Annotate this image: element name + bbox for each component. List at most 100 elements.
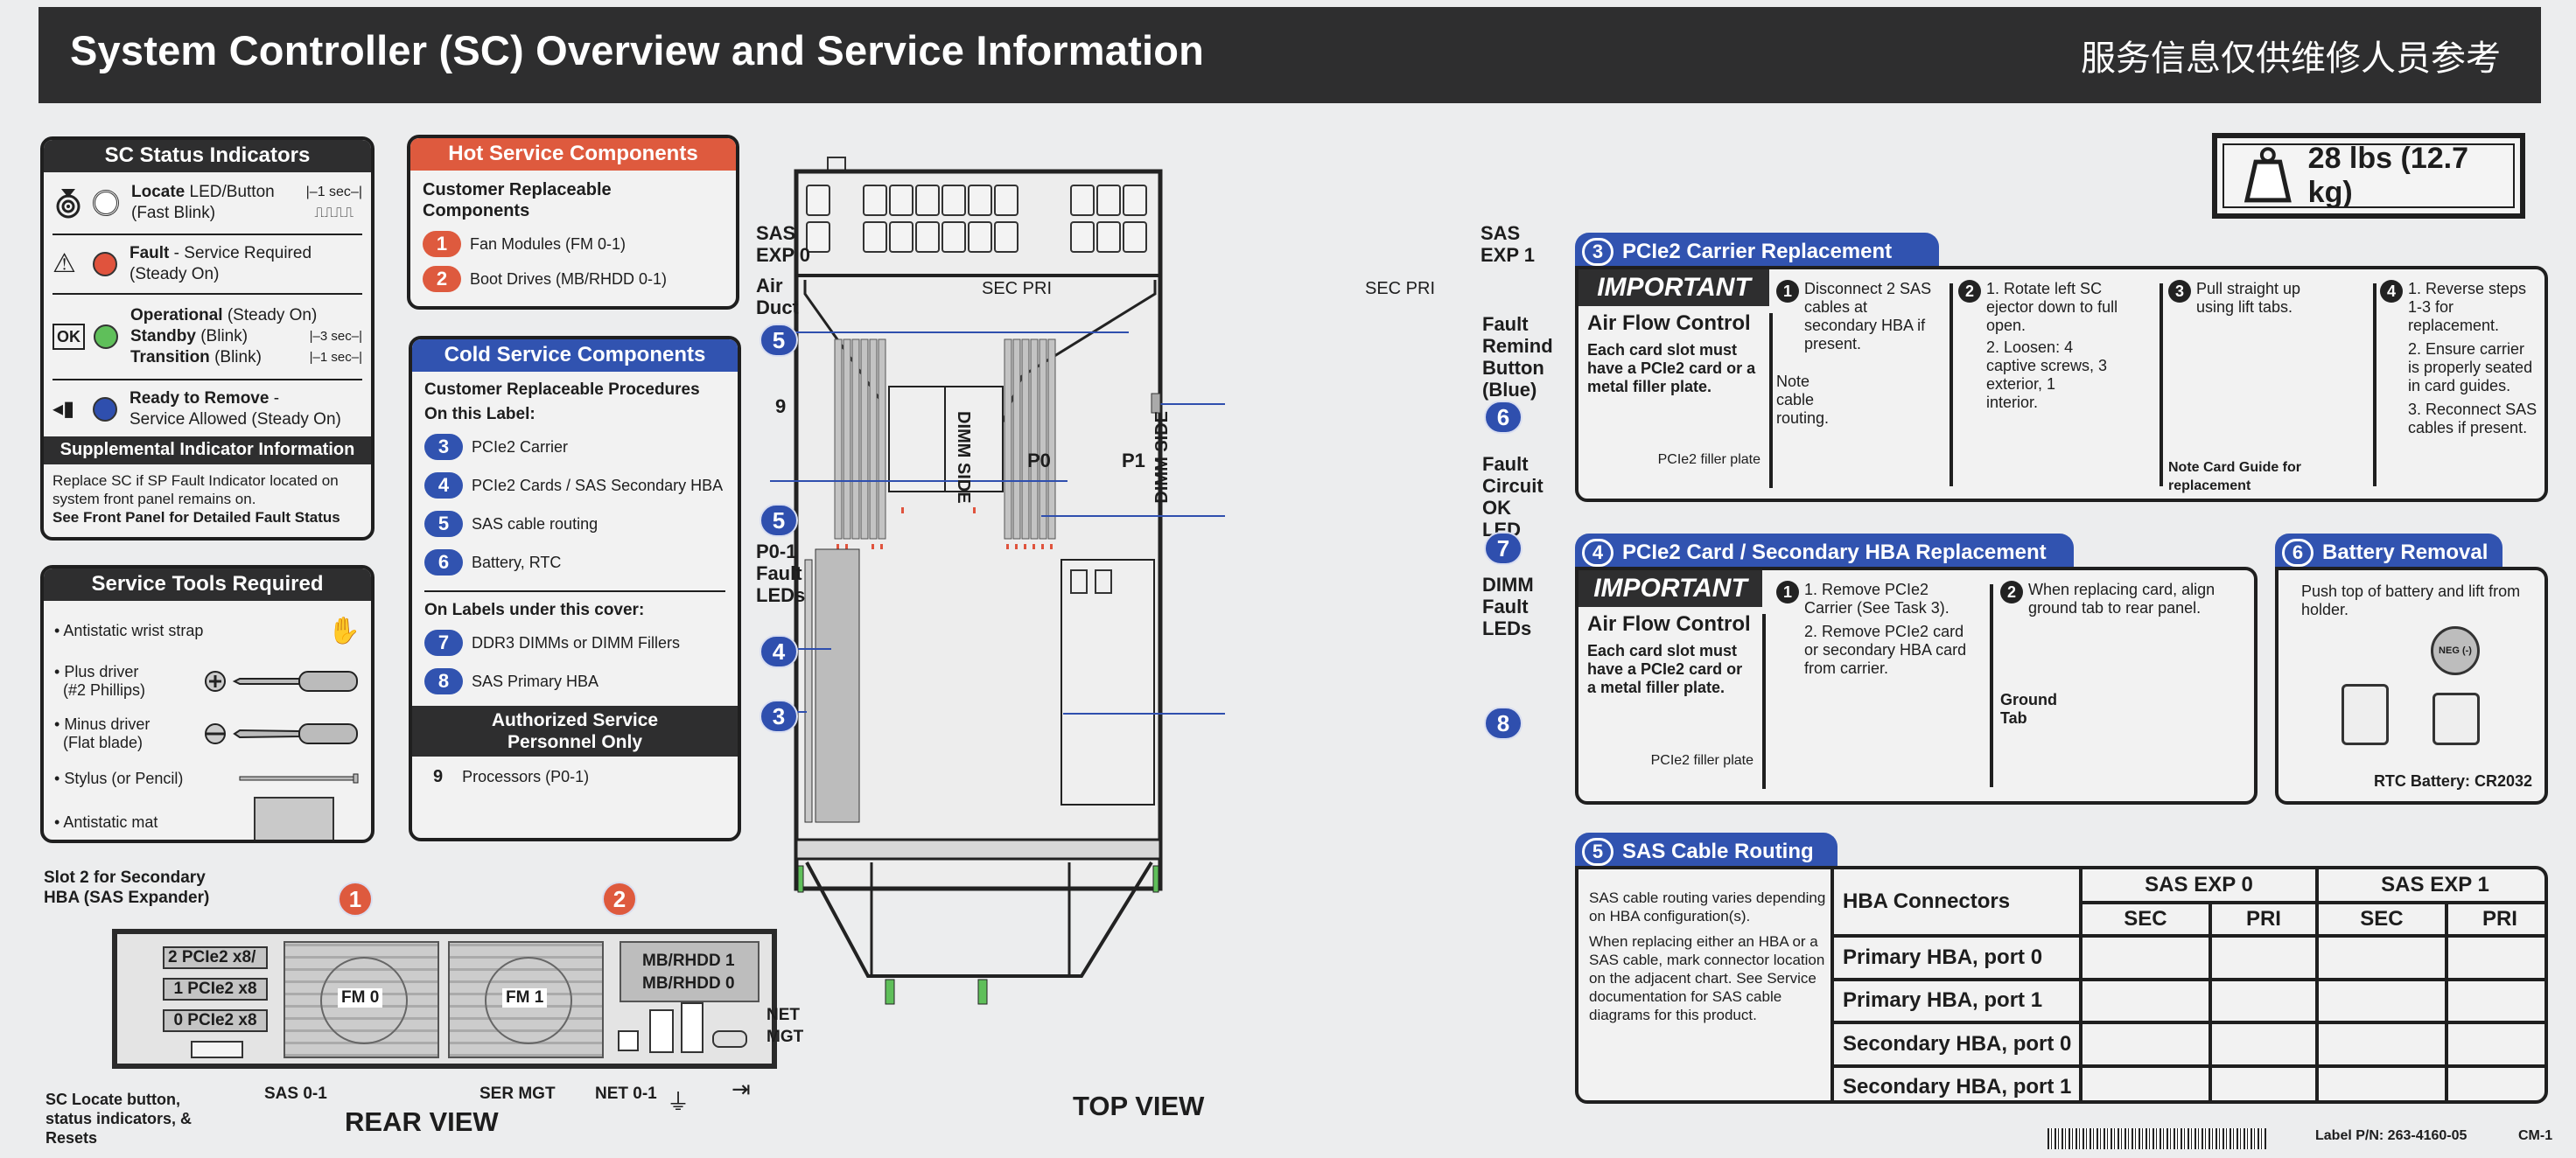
mark-cell[interactable] — [2079, 934, 2212, 981]
sec-col-header: SEC — [2079, 901, 2212, 938]
remove-icon: ◂▮ — [52, 397, 75, 421]
led-locate — [93, 190, 119, 216]
cpu-p1-label: P1 — [1122, 450, 1145, 471]
dimm-side-label: DIMM SIDE — [954, 411, 973, 504]
connector-label: SEC PRI — [1365, 279, 1436, 298]
mark-cell[interactable] — [2208, 1021, 2319, 1068]
battery-text: Push top of battery and lift from holder… — [2301, 582, 2521, 618]
part-number: Label P/N: 263-4160-05 — [2315, 1128, 2468, 1143]
mark-cell[interactable] — [2079, 1064, 2212, 1100]
table-row: Primary HBA, port 0 — [1830, 934, 2544, 981]
battery-holder-icon — [2342, 684, 2389, 745]
filler-plate-label: PCIe2 filler plate — [1650, 753, 1754, 768]
stylus-icon — [239, 773, 359, 784]
net-mgt-port[interactable] — [681, 1002, 704, 1053]
mark-cell[interactable] — [2444, 1064, 2544, 1100]
timing-locate: |–1 sec–|⎍⎍⎍⎍ — [305, 185, 362, 220]
warning-icon: ⚠ — [52, 249, 76, 278]
p01-fault-label: P0-1 Fault LEDs — [756, 541, 806, 606]
mark-cell[interactable] — [2314, 1021, 2448, 1068]
callout-drive: 2 — [602, 882, 637, 917]
net-ports[interactable] — [649, 1009, 674, 1053]
air-duct-label: Air Duct — [756, 275, 799, 318]
tool-item: • Plus driver (#2 Phillips) — [54, 655, 360, 708]
mark-cell[interactable] — [2314, 977, 2448, 1024]
led-ok — [94, 324, 118, 349]
callout-4: 4 — [760, 635, 798, 668]
filler-plate-label: PCIe2 filler plate — [1657, 452, 1760, 467]
sas-exp0-label: SAS EXP 0 — [756, 222, 810, 266]
sas-label: SAS 0-1 — [264, 1085, 327, 1103]
ok-icon: OK — [52, 324, 85, 350]
video-port[interactable] — [712, 1030, 747, 1048]
barcode — [2048, 1128, 2266, 1149]
callout-3: 3 — [760, 700, 798, 733]
supplemental-title: Supplemental Indicator Information — [44, 436, 371, 464]
sas-exp1-label: SAS EXP 1 — [1480, 222, 1535, 266]
status-row-remove: ◂▮ Ready to Remove -Service Allowed (Ste… — [52, 389, 341, 429]
important-banner: IMPORTANT — [1578, 269, 1769, 306]
sas-routing-panel: SAS cable routing varies depending on HB… — [1575, 866, 2548, 1104]
battery-holder-icon — [2432, 693, 2480, 745]
pcie-carrier-panel: IMPORTANT Air Flow Control Each card slo… — [1575, 266, 2548, 502]
mark-cell[interactable] — [2208, 1064, 2319, 1100]
mark-cell[interactable] — [2079, 1021, 2212, 1068]
mark-cell[interactable] — [2208, 977, 2319, 1024]
airflow-title: Air Flow Control — [1587, 612, 1751, 636]
mark-cell[interactable] — [2314, 1064, 2448, 1100]
battery-coin-icon: NEG (-) — [2431, 626, 2480, 675]
video-port-icon: ⇥ — [732, 1076, 751, 1102]
tool-item: • Antistatic mat — [54, 797, 360, 840]
page-title: System Controller (SC) Overview and Serv… — [70, 27, 1205, 73]
rear-view: Slot 2 for Secondary HBA (SAS Expander) … — [35, 866, 803, 1158]
mark-cell[interactable] — [2444, 977, 2544, 1024]
battery-panel: Push top of battery and lift from holder… — [2275, 567, 2548, 805]
ser-mgt-port[interactable] — [618, 1030, 639, 1051]
rear-view-title: REAR VIEW — [345, 1106, 499, 1137]
fault-remind-label: Fault Remind Button (Blue) — [1482, 313, 1553, 401]
service-tools-title: Service Tools Required — [44, 569, 371, 601]
sc-status-indicators-panel: SC Status Indicators Locate LED/Button(F… — [40, 136, 374, 541]
supplemental-bold: See Front Panel for Detailed Fault Statu… — [52, 509, 340, 526]
fan-module-1[interactable]: FM 1 — [448, 941, 604, 1058]
pcie-slot: 0 PCIe2 x8 — [163, 1009, 268, 1032]
mark-cell[interactable] — [2444, 1021, 2544, 1068]
on-label-heading: On this Label: — [424, 405, 536, 423]
hot-service-title: Hot Service Components — [410, 138, 736, 171]
pri-col-header: PRI — [2444, 901, 2544, 938]
sas-ports — [191, 1041, 243, 1058]
led-remove — [93, 397, 117, 422]
sc-locate-label: SC Locate button, status indicators, & R… — [46, 1091, 192, 1147]
callout-7: 7 — [1484, 532, 1522, 565]
connector-label: SEC PRI — [982, 279, 1053, 298]
boot-drive-bay[interactable]: MB/RHDD 1 MB/RHDD 0 — [620, 941, 760, 1002]
hot-service-subtitle: Customer Replaceable Components — [423, 180, 612, 220]
chassis-rear: 2 PCIe2 x8/ 1 PCIe2 x8 0 PCIe2 x8 FM 0 F… — [112, 929, 777, 1069]
tool-item: • Stylus (or Pencil) — [54, 760, 360, 797]
fan-module-0[interactable]: FM 0 — [284, 941, 439, 1058]
mark-cell[interactable] — [2208, 934, 2319, 981]
antistatic-mat-icon — [254, 797, 334, 840]
authorized-title: Authorized Service Personnel Only — [412, 706, 738, 757]
service-tools-panel: Service Tools Required • Antistatic wris… — [40, 565, 374, 843]
mark-cell[interactable] — [2314, 934, 2448, 981]
callout-5-mid: 5 — [760, 504, 798, 537]
mark-cell[interactable] — [2444, 934, 2544, 981]
cpu-p0-label: P0 — [1027, 450, 1051, 471]
drive-label: MB/RHDD 0 — [642, 974, 735, 993]
top-view-title: TOP VIEW — [1073, 1091, 1205, 1121]
fault-circuit-label: Fault Circuit OK LED — [1482, 453, 1544, 541]
weight-label: 28 lbs (12.7 kg) — [2307, 142, 2469, 209]
mark-cell[interactable] — [2079, 977, 2212, 1024]
